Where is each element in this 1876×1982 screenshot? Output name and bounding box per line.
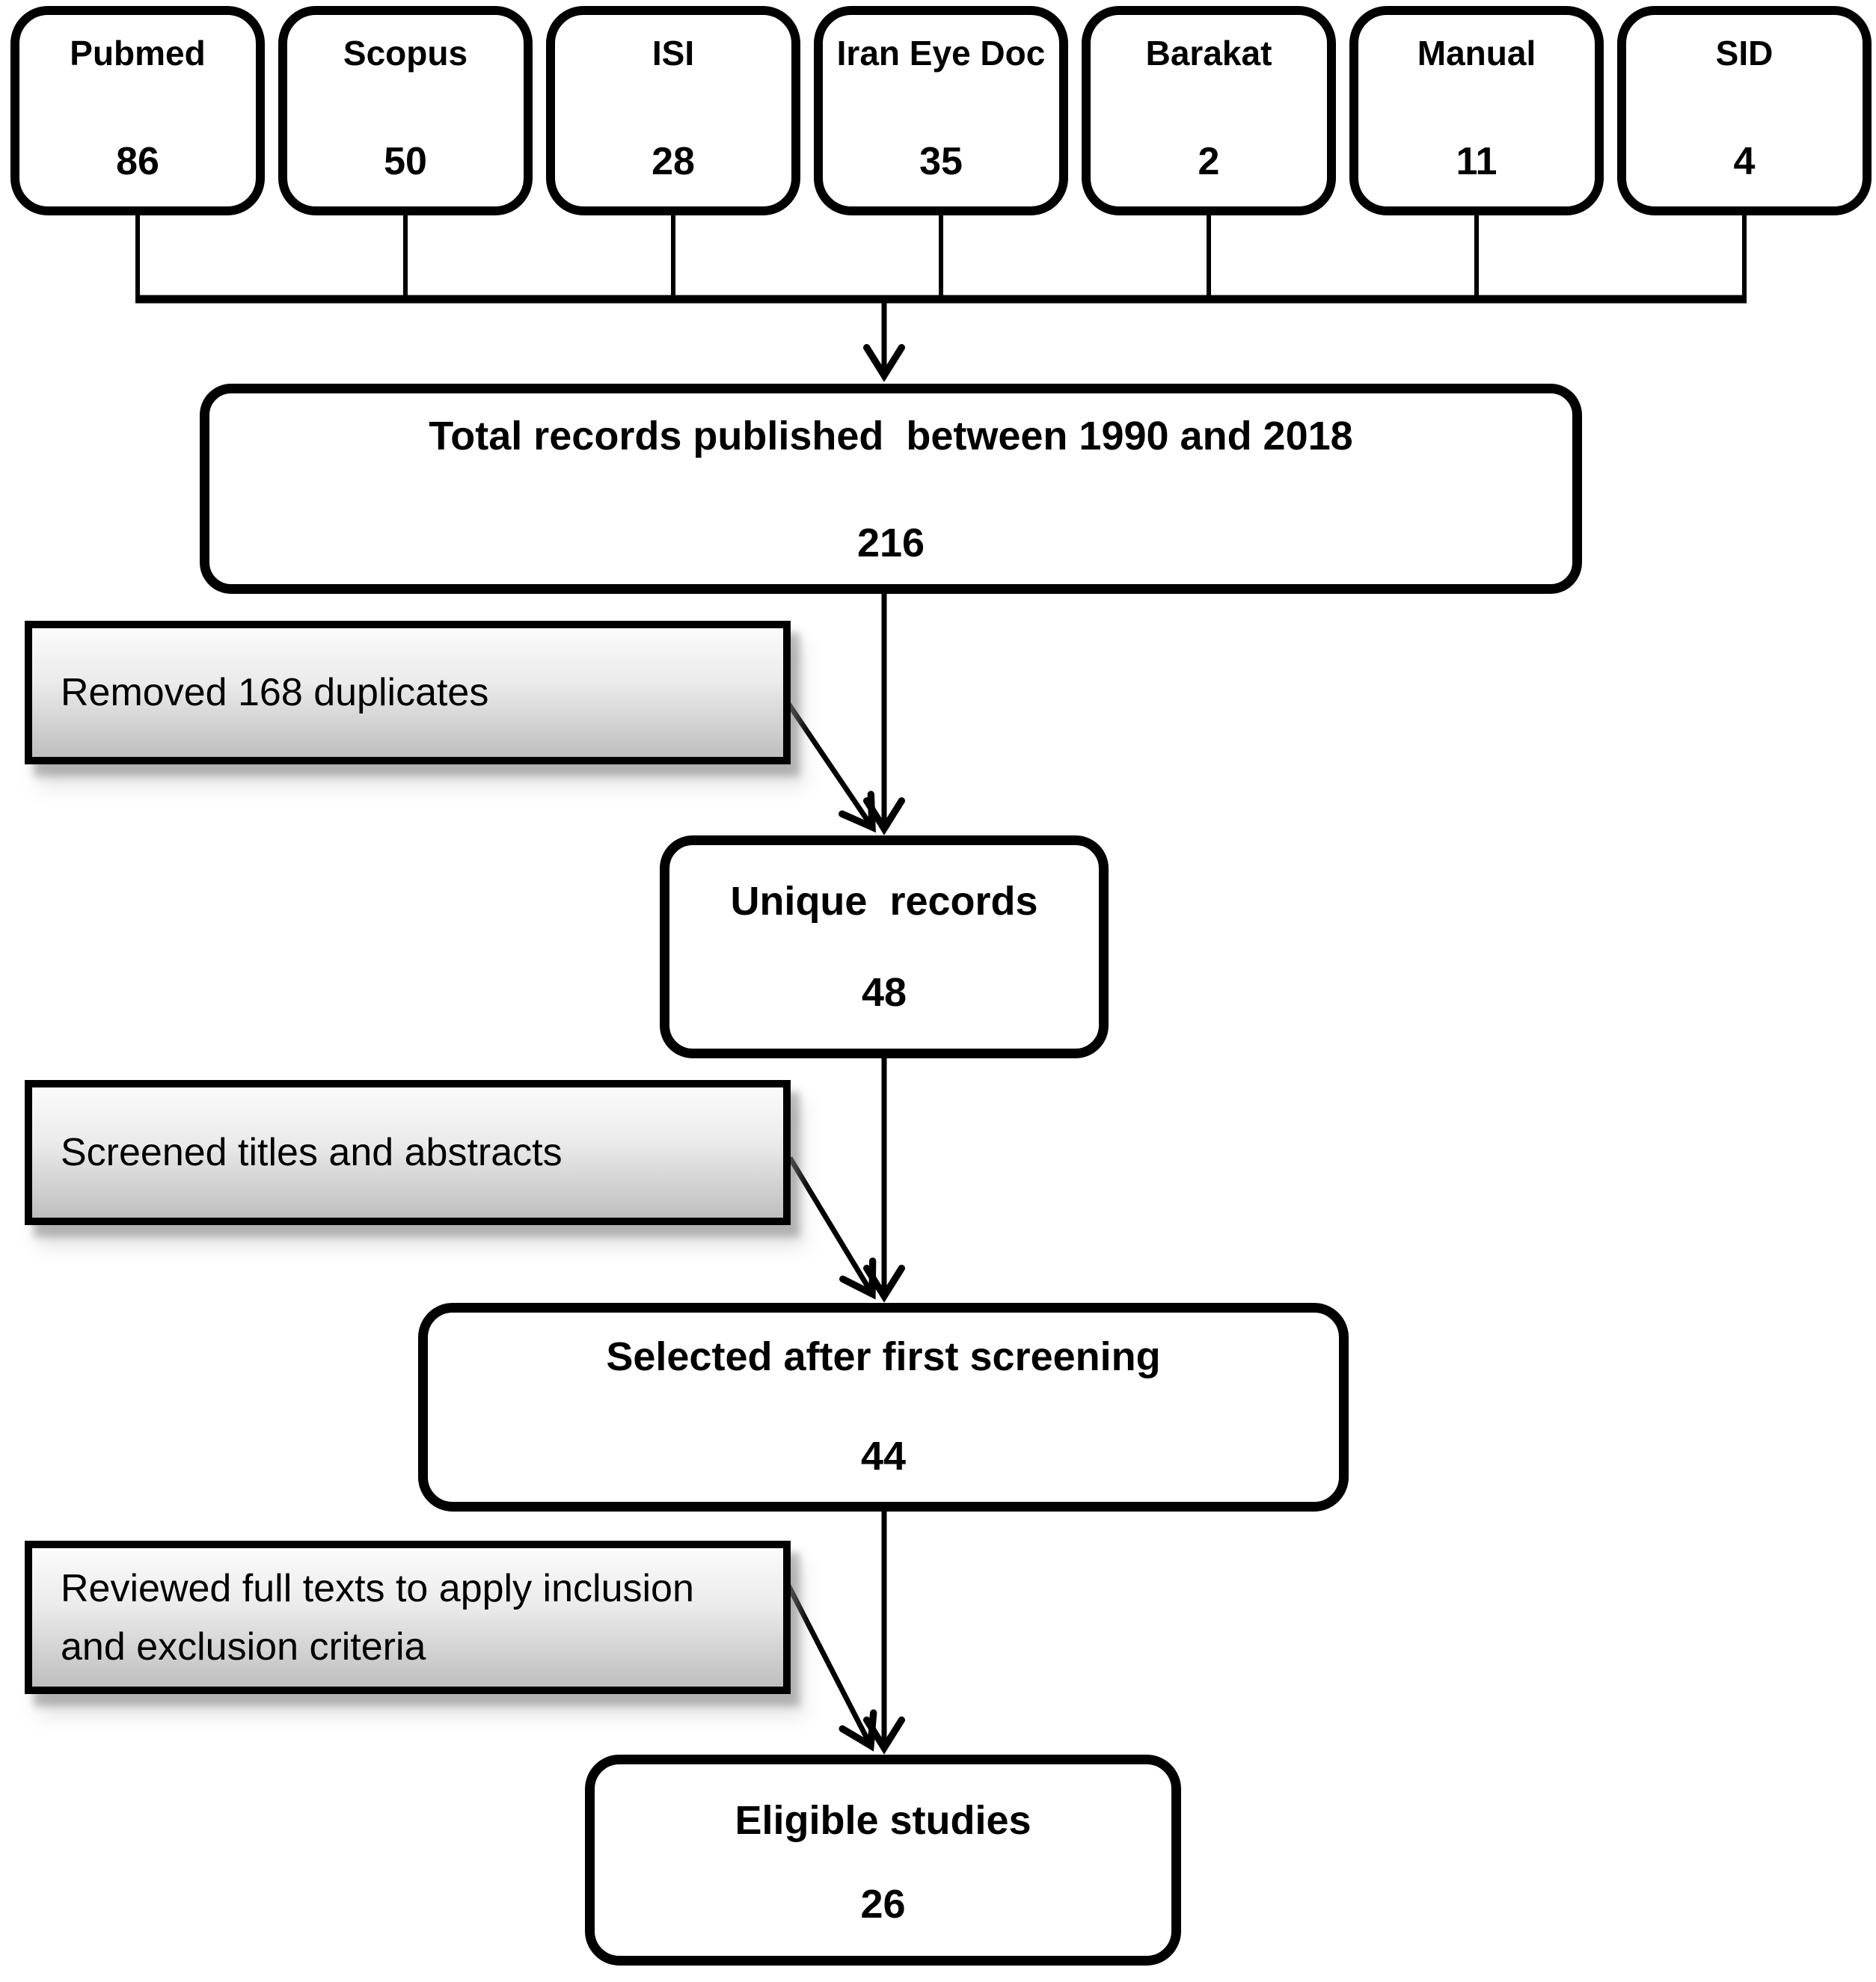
stage-label: Total records published between 1990 and… xyxy=(429,414,1353,458)
source-box-isi: ISI 28 xyxy=(546,6,800,215)
source-label: Manual xyxy=(1417,34,1536,73)
source-label: Iran Eye Doc xyxy=(836,34,1046,73)
action-box-removed-duplicates: Removed 168 duplicates xyxy=(25,621,791,764)
action-label: Screened titles and abstracts xyxy=(61,1131,563,1174)
source-label: SID xyxy=(1715,34,1774,73)
stage-box-unique-records: Unique records 48 xyxy=(660,835,1109,1058)
source-label: ISI xyxy=(652,34,695,73)
stage-count: 26 xyxy=(860,1882,906,1927)
source-box-iran-eye-doc: Iran Eye Doc 35 xyxy=(814,6,1068,215)
action-label: Removed 168 duplicates xyxy=(61,671,489,714)
source-count: 35 xyxy=(919,140,963,183)
stage-box-selected-after-first-screening: Selected after first screening 44 xyxy=(418,1303,1349,1512)
action-label: Reviewed full texts to apply inclusion a… xyxy=(61,1566,694,1669)
source-count: 11 xyxy=(1456,140,1498,183)
source-count: 28 xyxy=(652,140,695,183)
source-label: Barakat xyxy=(1145,34,1272,73)
action-box-reviewed-full-texts: Reviewed full texts to apply inclusion a… xyxy=(25,1541,791,1694)
stage-count: 48 xyxy=(861,970,907,1015)
stage-count: 44 xyxy=(860,1434,907,1479)
source-count: 4 xyxy=(1733,140,1756,183)
stage-label: Eligible studies xyxy=(735,1798,1032,1843)
source-label: Pubmed xyxy=(70,34,206,73)
source-box-manual: Manual 11 xyxy=(1349,6,1604,215)
stage-box-total-records: Total records published between 1990 and… xyxy=(200,384,1582,594)
stage-label: Selected after first screening xyxy=(606,1334,1161,1379)
source-label: Scopus xyxy=(343,34,468,73)
action-box-screened-titles-abstracts: Screened titles and abstracts xyxy=(25,1080,791,1225)
arrow-screened xyxy=(788,1156,877,1300)
arrow-removed-duplicates xyxy=(783,698,876,833)
source-count: 2 xyxy=(1198,140,1220,183)
source-count: 50 xyxy=(384,140,427,183)
source-box-barakat: Barakat 2 xyxy=(1082,6,1336,215)
source-box-pubmed: Pubmed 86 xyxy=(10,6,265,215)
stage-count: 216 xyxy=(856,521,925,565)
source-count: 86 xyxy=(116,140,159,183)
arrow-reviewed xyxy=(782,1578,877,1752)
source-box-scopus: Scopus 50 xyxy=(278,6,533,215)
source-box-sid: SID 4 xyxy=(1617,6,1872,215)
stage-box-eligible-studies: Eligible studies 26 xyxy=(585,1755,1181,1966)
stage-label: Unique records xyxy=(730,879,1038,924)
